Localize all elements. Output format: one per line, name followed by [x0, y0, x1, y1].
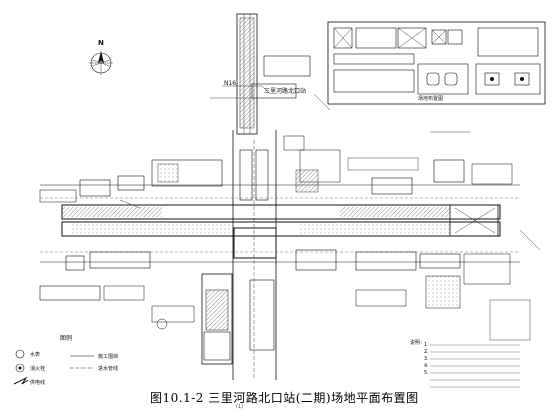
south-entrance-block [201, 273, 275, 365]
south-site-blocks [39, 249, 531, 341]
cross-road-corridor [232, 130, 277, 380]
notes-line: 1. [424, 342, 429, 348]
legend-item-hydrant: 消火栓 [30, 366, 46, 372]
station-name-label: 三里河路北口站 [264, 88, 307, 95]
site-layout-inset [327, 21, 546, 105]
n16-label: N16 [224, 80, 237, 87]
notes-line: 4. [424, 363, 429, 369]
north-arrow-label: N [98, 39, 104, 47]
inset-title-label: 场地布置图 [418, 96, 444, 102]
figure-caption-sub: (1) [236, 404, 244, 410]
figure-caption: 图10.1-2 三里河路北口站(二期)场地平面布置图 [150, 391, 419, 405]
leader-lines [119, 85, 541, 251]
north-access-shaft [236, 13, 258, 135]
main-road-corridor [40, 184, 520, 263]
notes-line: 2. [424, 349, 429, 355]
north-site-blocks [39, 55, 513, 203]
station-box [61, 204, 501, 237]
legend-item-power-line: 供电线 [30, 380, 46, 386]
notes-line: 3. [424, 356, 429, 362]
notes-heading: 说明： [410, 340, 426, 346]
legend-symbols [13, 349, 94, 385]
legend-item-water-meter: 水表 [30, 352, 41, 358]
legend-item-water-pipe: 进水管线 [98, 366, 119, 372]
legend-item-enclosure: 施工围挡 [98, 354, 119, 360]
legend-title: 图例 [60, 335, 73, 342]
north-arrow-icon [89, 51, 113, 75]
notes-line: 5. [424, 370, 429, 376]
notes-block [430, 344, 520, 388]
